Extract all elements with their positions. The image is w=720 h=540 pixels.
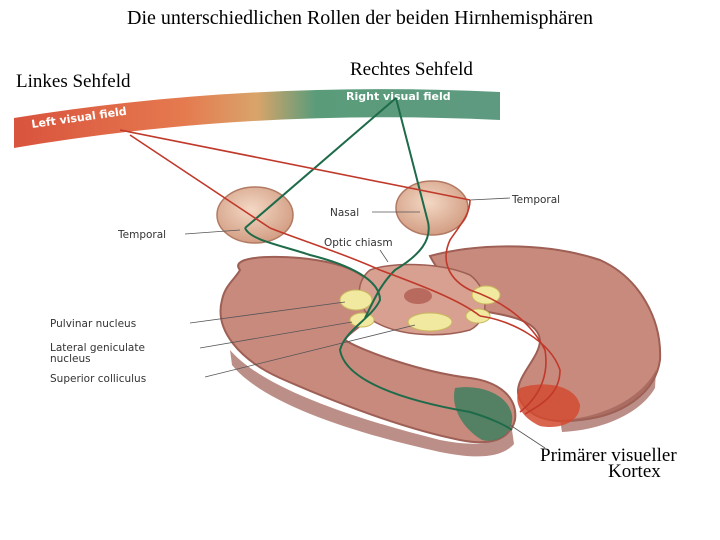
brain-underside-right — [560, 370, 656, 432]
right-visual-field-caption: Rechtes Sehfeld — [350, 59, 473, 80]
left-visual-field-caption: Linkes Sehfeld — [16, 71, 131, 92]
visual-cortex-caption-line2: Kortex — [608, 461, 661, 482]
lgn-right — [465, 308, 491, 324]
pulvinar-left — [339, 289, 373, 311]
leader-lines — [184, 197, 546, 449]
right-eye — [395, 180, 469, 236]
visual-cortex-left — [454, 387, 513, 441]
label-temporal-left: Temporal — [117, 229, 166, 241]
lgn-left — [349, 312, 375, 328]
superior-colliculus — [407, 312, 453, 332]
left-field-pathway — [119, 129, 561, 415]
label-nasal: Nasal — [330, 207, 359, 219]
visual-cortex-right — [517, 384, 580, 428]
label-temporal-right: Temporal — [511, 194, 560, 206]
visual-cortex-caption-line1: Primärer visueller — [540, 445, 677, 466]
brain-underside-left — [230, 350, 514, 457]
visual-field-arc — [14, 89, 500, 148]
label-superior-colliculus: Superior colliculus — [50, 373, 146, 385]
label-lgn-line1: Lateral geniculate — [50, 342, 145, 354]
right-field-pathway — [244, 97, 513, 431]
label-optic-chiasm: Optic chiasm — [324, 237, 393, 249]
label-lgn-line2: nucleus — [50, 353, 91, 365]
label-pulvinar: Pulvinar nucleus — [50, 318, 136, 330]
midbrain-core — [404, 288, 432, 304]
slide-title: Die unterschiedlichen Rollen der beiden … — [127, 7, 593, 29]
arc-label-right: Right visual field — [346, 90, 451, 103]
